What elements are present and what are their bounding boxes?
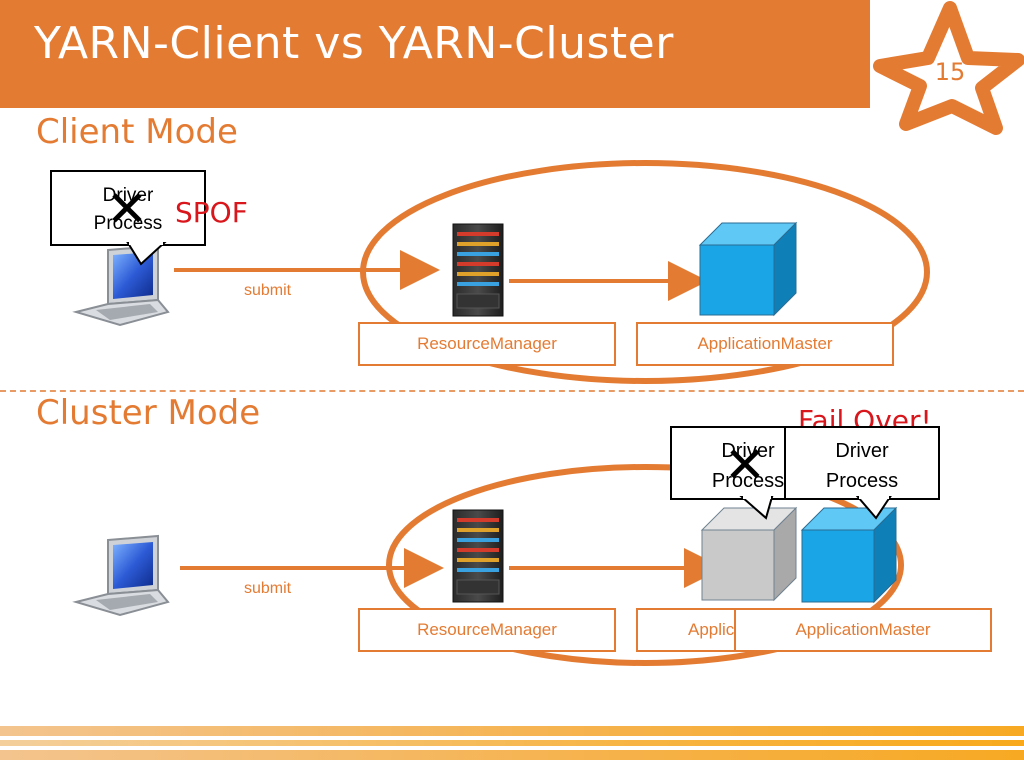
title-bar <box>0 0 870 108</box>
cluster-application-master-label: ApplicationMaster <box>734 608 992 652</box>
cluster-laptop-icon <box>72 534 170 617</box>
failed-application-master-cube-icon <box>700 506 798 602</box>
cluster-resource-manager-label: ResourceManager <box>358 608 616 652</box>
new-driver-callout-line2: Process <box>825 470 899 492</box>
spof-label: SPOF <box>175 196 248 229</box>
client-resource-manager-server-icon <box>452 223 504 317</box>
slide-title: YARN-Client vs YARN-Cluster <box>34 18 674 69</box>
failed-driver-x-icon: ✕ <box>724 436 766 494</box>
client-driver-failed-x-icon: ✕ <box>106 180 148 238</box>
cluster-submit-label: submit <box>244 580 292 597</box>
new-driver-callout: Driver Process <box>784 426 940 500</box>
client-mode-heading: Client Mode <box>36 112 238 152</box>
client-application-master-cube-icon <box>698 221 798 317</box>
cluster-cluster-ellipse <box>386 464 904 666</box>
cluster-resource-manager-server-icon <box>452 509 504 603</box>
client-application-master-label: ApplicationMaster <box>636 322 894 366</box>
section-divider <box>0 390 1024 392</box>
client-laptop-icon <box>72 244 170 327</box>
client-driver-callout-line2: Process <box>93 213 163 234</box>
footer-stripe-top <box>0 726 1024 736</box>
new-driver-callout-line1: Driver <box>835 440 889 462</box>
failed-driver-callout-line1: Driver <box>721 440 775 462</box>
footer-stripe-middle <box>0 740 1024 746</box>
footer-stripe-bottom <box>0 750 1024 760</box>
client-submit-label: submit <box>244 282 292 299</box>
cluster-mode-heading: Cluster Mode <box>36 393 261 433</box>
client-resource-manager-label: ResourceManager <box>358 322 616 366</box>
client-driver-callout-line1: Driver <box>102 185 154 206</box>
new-application-master-cube-icon <box>800 506 898 604</box>
client-driver-callout: Driver Process <box>50 170 206 246</box>
page-number: 15 <box>934 58 966 86</box>
failed-driver-callout-line2: Process <box>711 470 785 492</box>
